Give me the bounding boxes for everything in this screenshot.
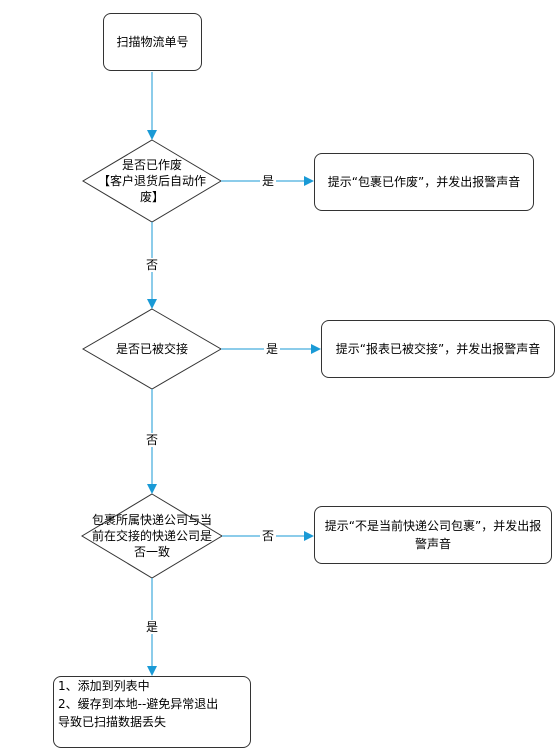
action-node-2: 提示“报表已被交接”，并发出报警声音 — [321, 320, 555, 378]
final-line-3: 导致已扫描数据丢失 — [58, 715, 167, 729]
edge-label-no-1: 否 — [144, 258, 161, 272]
edge-label-yes-3: 是 — [144, 620, 161, 634]
decision-3-line-3: 否一致 — [133, 545, 170, 559]
decision-2-text: 是否已被交接 — [115, 342, 188, 356]
decision-1-line-3: 废】 — [139, 190, 164, 204]
action-3-line-2: 警声音 — [414, 537, 451, 551]
action-1-text: 提示“包裹已作废”，并发出报警声音 — [327, 175, 521, 189]
decision-3-line-1: 包裹所属快递公司与当 — [91, 513, 212, 527]
edge-label-no-3: 否 — [260, 529, 277, 543]
final-node: 1、添加到列表中 2、缓存到本地--避免异常退出 导致已扫描数据丢失 — [53, 676, 251, 748]
start-node-label: 扫描物流单号 — [116, 35, 189, 49]
action-3-line-1: 提示“不是当前快递公司包裹”，并发出报 — [324, 519, 542, 533]
edge-label-no-2: 否 — [144, 433, 161, 447]
action-2-text: 提示“报表已被交接”，并发出报警声音 — [335, 342, 541, 356]
final-line-1: 1、添加到列表中 — [58, 679, 150, 693]
edge-label-yes-1: 是 — [260, 174, 277, 188]
action-node-1: 提示“包裹已作废”，并发出报警声音 — [314, 153, 534, 211]
decision-1-line-2: 【客户退货后自动作 — [97, 174, 206, 188]
decision-3-line-2: 前在交接的快递公司是 — [91, 529, 212, 543]
edge-label-yes-2: 是 — [264, 342, 281, 356]
decision-3-label: 包裹所属快递公司与当 前在交接的快递公司是 否一致 — [72, 505, 232, 567]
decision-2-label: 是否已被交接 — [92, 339, 212, 359]
start-node: 扫描物流单号 — [103, 13, 202, 71]
decision-1-label: 是否已作废 【客户退货后自动作 废】 — [82, 150, 222, 212]
final-line-2: 2、缓存到本地--避免异常退出 — [58, 697, 219, 711]
decision-1-line-1: 是否已作废 — [121, 158, 182, 172]
action-node-3: 提示“不是当前快递公司包裹”，并发出报 警声音 — [314, 506, 552, 564]
